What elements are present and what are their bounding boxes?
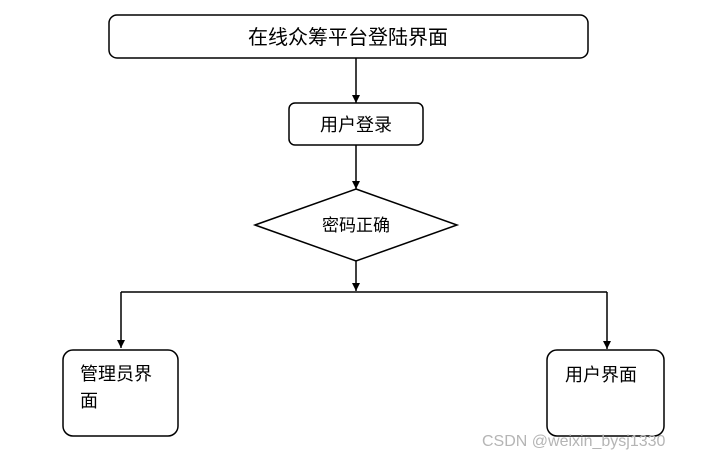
- node-admin-interface-label-line1: 管理员界: [80, 364, 152, 385]
- node-admin-interface-box: [62, 349, 179, 437]
- node-user-interface: 用户界面: [546, 349, 665, 437]
- node-admin-interface-label-line2: 面: [80, 391, 98, 412]
- watermark-text: CSDN @weixin_bysj1330: [482, 433, 666, 450]
- node-user-login-label: 用户登录: [320, 115, 392, 136]
- node-user-interface-box: [546, 349, 665, 437]
- node-user-login: 用户登录: [288, 102, 424, 146]
- node-platform-login-page-box: [108, 14, 589, 59]
- node-admin-interface: 管理员界 面: [62, 349, 179, 437]
- node-platform-login-page: 在线众筹平台登陆界面: [108, 14, 589, 59]
- node-platform-login-page-label: 在线众筹平台登陆界面: [248, 25, 448, 49]
- decision-password-correct: 密码正确: [252, 188, 460, 262]
- node-user-interface-label: 用户界面: [565, 365, 637, 386]
- decision-password-correct-label: 密码正确: [322, 216, 390, 236]
